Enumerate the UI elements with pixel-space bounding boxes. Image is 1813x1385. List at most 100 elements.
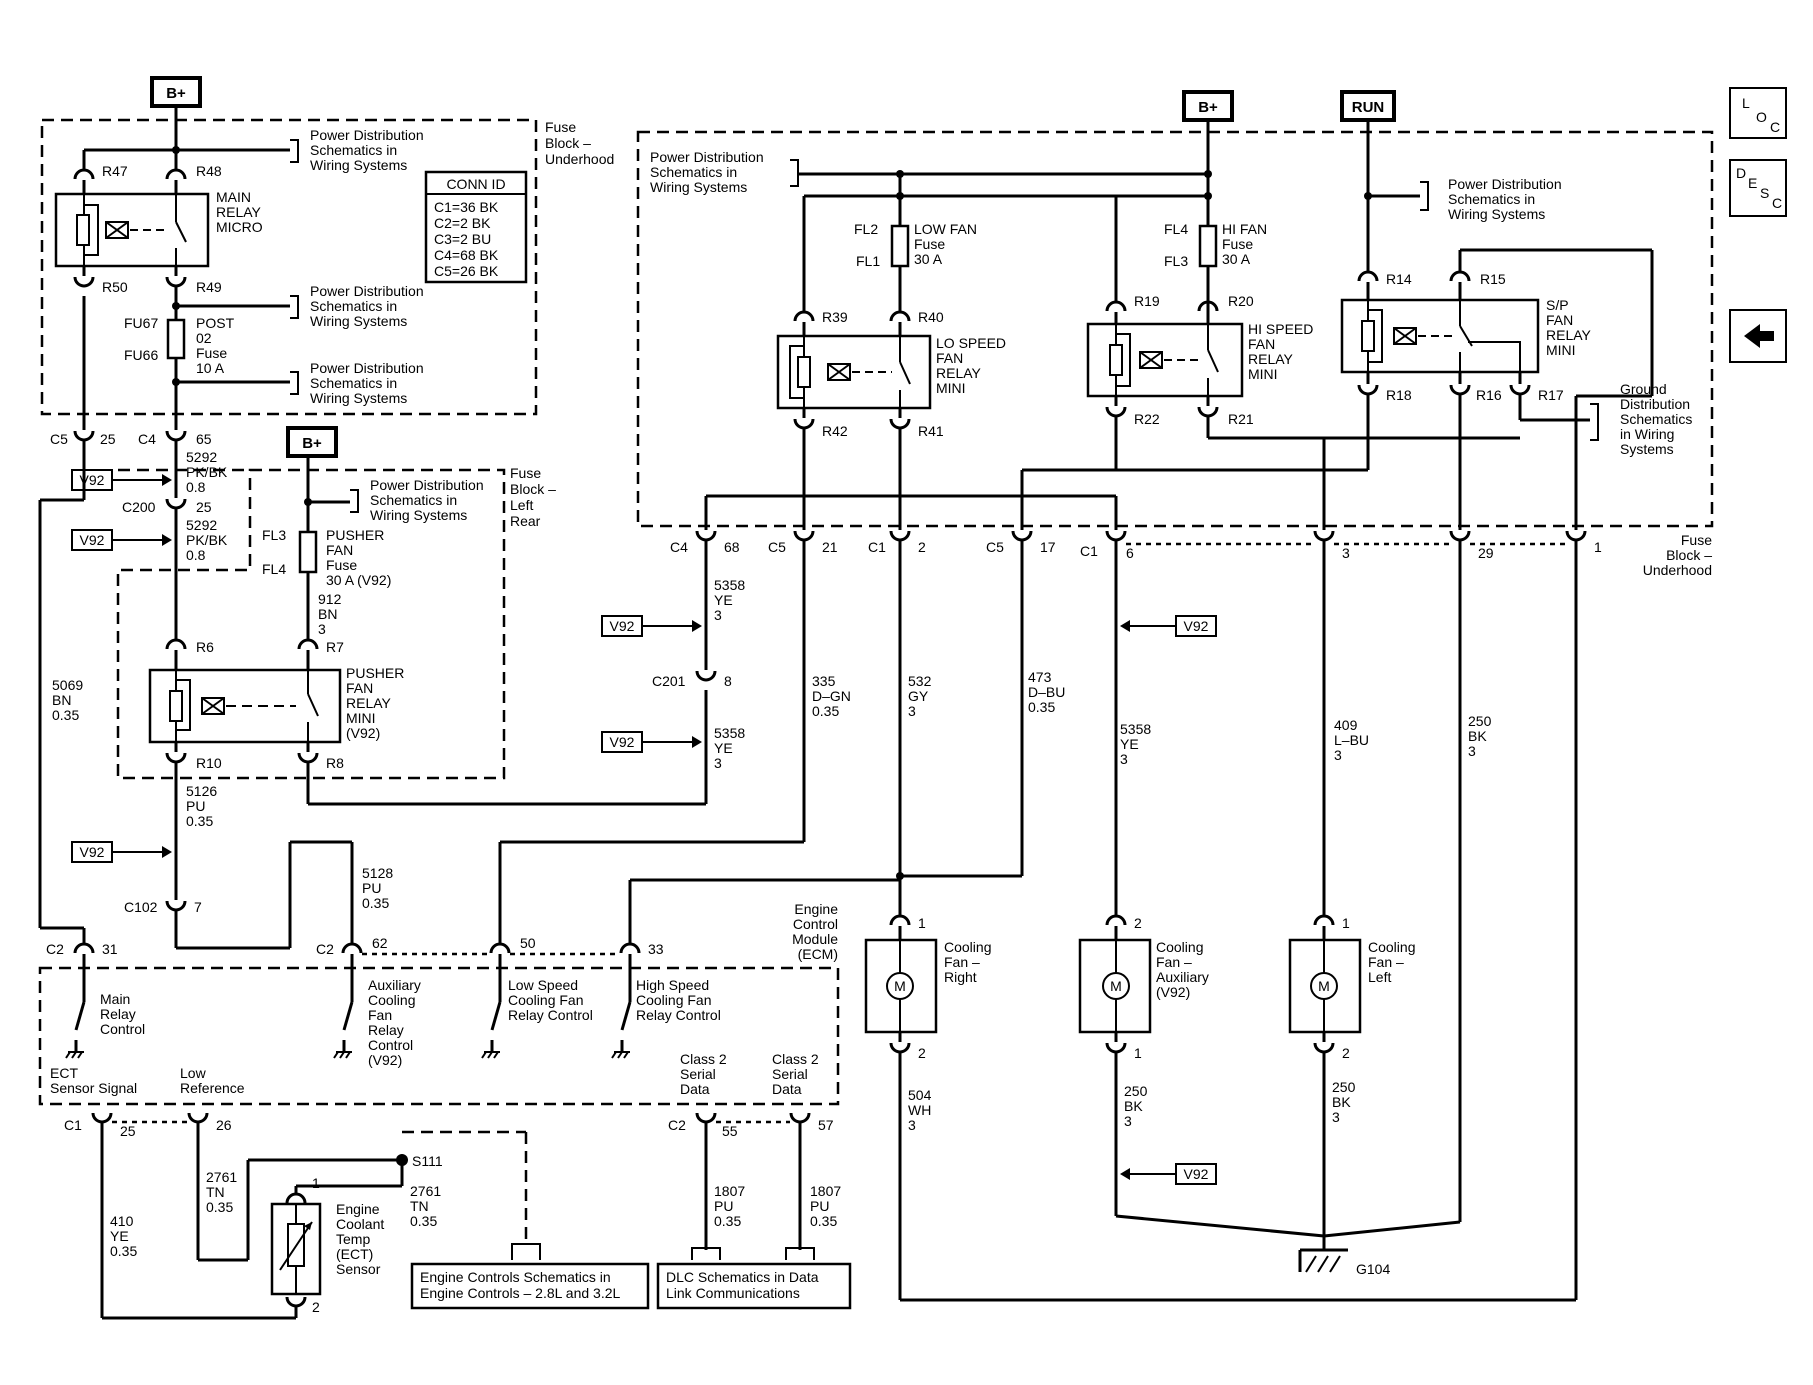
svg-text:Relay: Relay [368,1022,404,1038]
dlc-schematics-ref[interactable] [656,1262,852,1310]
svg-text:02: 02 [196,330,212,346]
svg-text:55: 55 [722,1123,738,1139]
svg-text:Power Distribution: Power Distribution [310,360,424,376]
fuse-block-left-rear [116,468,506,780]
svg-text:Control: Control [368,1037,413,1053]
svg-text:Schematics in: Schematics in [310,298,397,314]
wire-1807-b: 1807 PU 0.35 [810,1183,841,1229]
svg-text:MINI: MINI [1248,366,1278,382]
svg-text:Schematics in: Schematics in [1448,191,1535,207]
class2-serial-data-a-label: Class 2 Serial Data [680,1051,727,1097]
svg-text:Block –: Block – [545,135,591,151]
v92-flag-7: V92 [1120,1163,1217,1185]
power-dist-ref-4: Power Distribution Schematics in Wiring … [350,477,484,523]
power-dist-ref-6: Power Distribution Schematics in Wiring … [1420,176,1562,222]
svg-text:PK/BK: PK/BK [186,532,228,548]
svg-text:Fan: Fan [368,1007,392,1023]
svg-text:GY: GY [908,688,929,704]
svg-text:FAN: FAN [346,680,373,696]
svg-text:C1=36 BK: C1=36 BK [434,199,499,215]
v92-flag-5: V92 [601,731,702,753]
svg-text:D–BU: D–BU [1028,684,1065,700]
svg-text:Serial: Serial [772,1066,808,1082]
svg-text:Power Distribution: Power Distribution [310,127,424,143]
svg-text:25: 25 [100,431,116,447]
svg-text:5358: 5358 [714,577,745,593]
svg-text:50: 50 [520,935,536,951]
svg-text:(V92): (V92) [1156,984,1190,1000]
svg-text:C4=68 BK: C4=68 BK [434,247,499,263]
svg-text:MINI: MINI [936,380,966,396]
loc-button[interactable]: L O C [1729,87,1787,139]
svg-text:S111: S111 [412,1153,443,1169]
svg-text:Main: Main [100,991,130,1007]
svg-text:Cooling: Cooling [1156,939,1203,955]
svg-text:PU: PU [362,880,381,896]
svg-text:65: 65 [196,431,212,447]
svg-text:Relay: Relay [100,1006,136,1022]
v92-flag-3: V92 [71,841,172,863]
svg-text:1807: 1807 [810,1183,841,1199]
svg-text:C4: C4 [138,431,156,447]
svg-text:R16: R16 [1476,387,1502,403]
svg-text:Fuse: Fuse [196,345,227,361]
v92-flag-1: V92 [71,469,172,491]
svg-text:LOW FAN: LOW FAN [914,221,977,237]
svg-text:1: 1 [918,915,926,931]
svg-text:PUSHER: PUSHER [346,665,404,681]
svg-text:Wiring Systems: Wiring Systems [310,157,407,173]
svg-text:26: 26 [216,1117,232,1133]
svg-text:Engine: Engine [794,901,838,917]
wire-335: 335 D–GN 0.35 [812,673,851,719]
svg-text:Module: Module [792,931,838,947]
svg-text:Fan –: Fan – [944,954,980,970]
back-button[interactable] [1729,309,1787,363]
fuse-block-underhood-left [40,118,538,416]
svg-text:R20: R20 [1228,293,1254,309]
svg-text:0.35: 0.35 [52,707,79,723]
svg-text:C2: C2 [46,941,64,957]
svg-text:504: 504 [908,1087,932,1103]
wire-1807-a: 1807 PU 0.35 [714,1183,745,1229]
svg-text:30 A: 30 A [1222,251,1251,267]
svg-text:2: 2 [312,1299,320,1315]
svg-text:Power Distribution: Power Distribution [650,149,764,165]
wire-5358-a: 5358 YE 3 [714,577,745,623]
svg-text:Rear: Rear [510,513,541,529]
svg-text:C200: C200 [122,499,156,515]
svg-text:M: M [1318,978,1330,994]
svg-text:Engine: Engine [336,1201,380,1217]
ect-sensor-signal-label: ECT Sensor Signal [50,1065,137,1096]
svg-text:ECT: ECT [50,1065,78,1081]
svg-text:Serial: Serial [680,1066,716,1082]
desc-button[interactable]: D E S C [1729,159,1787,217]
svg-text:Link Communications: Link Communications [666,1285,800,1301]
svg-text:Schematics in: Schematics in [310,142,397,158]
fuse-block-underhood-right-label: Fuse Block – Underhood [1643,532,1712,578]
main-relay-label: MAIN RELAY MICRO [216,189,263,235]
wire-5292-b: 5292 PK/BK 0.8 [186,517,228,563]
svg-text:250: 250 [1124,1083,1148,1099]
svg-text:5358: 5358 [1120,721,1151,737]
pusher-fan-fuse [298,530,318,574]
svg-text:R17: R17 [1538,387,1564,403]
svg-text:PK/BK: PK/BK [186,464,228,480]
post-fuse-label: POST 02 Fuse 10 A [196,315,235,376]
svg-text:Engine Controls Schematics in: Engine Controls Schematics in [420,1269,611,1285]
svg-text:Block –: Block – [1666,547,1712,563]
svg-text:S/P: S/P [1546,297,1569,313]
svg-text:Fuse: Fuse [1681,532,1712,548]
svg-text:532: 532 [908,673,932,689]
engine-controls-ref[interactable] [410,1262,650,1310]
svg-text:R10: R10 [196,755,222,771]
conn-id-legend: CONN ID C1=36 BK C2=2 BK C3=2 BU C4=68 B… [424,170,528,284]
svg-text:(ECT): (ECT) [336,1246,373,1262]
svg-text:R19: R19 [1134,293,1160,309]
wire-5358-c: 5358 YE 3 [1120,721,1151,767]
svg-text:RELAY: RELAY [1248,351,1294,367]
svg-text:0.35: 0.35 [812,703,839,719]
svg-text:FL1: FL1 [856,253,880,269]
svg-text:MICRO: MICRO [216,219,263,235]
svg-text:R42: R42 [822,423,848,439]
svg-text:Schematics: Schematics [1620,411,1692,427]
